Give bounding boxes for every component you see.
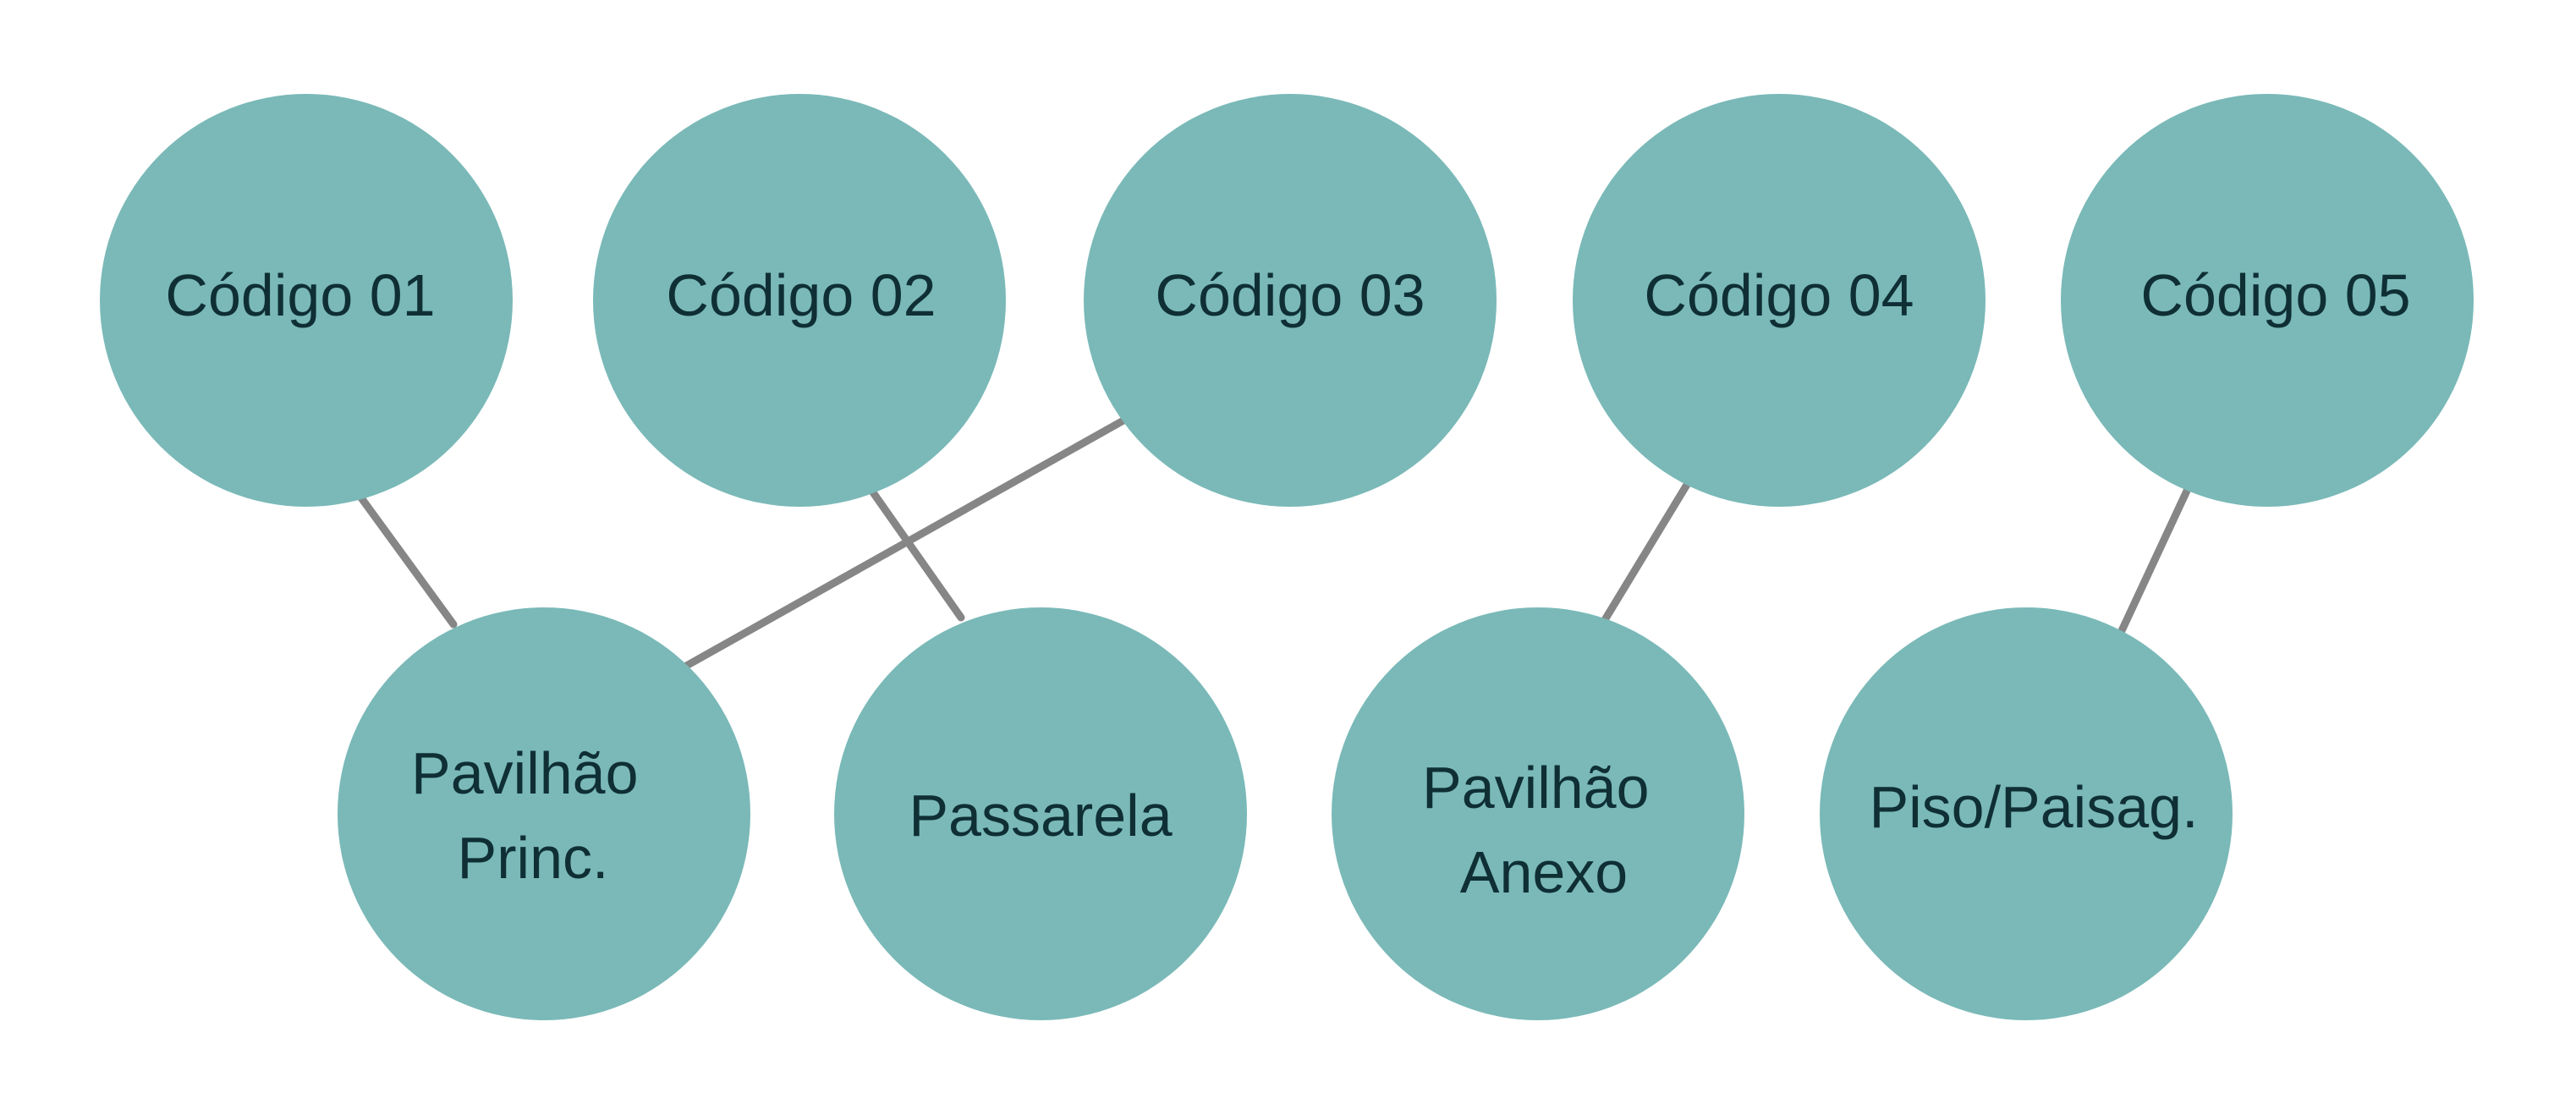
connector-c01-pavilhao-princ [354,489,458,629]
node-codigo-04: Código 04 [1573,94,1986,507]
node-label: Pavilhão Anexo [1422,755,1666,905]
node-circle [1820,607,2233,1020]
node-label-line: Pavilhão [411,740,639,806]
node-circle [1573,94,1986,507]
node-codigo-05: Código 05 [2061,94,2474,507]
node-label-line: Princ. [458,825,609,891]
node-label: Código 03 [1155,262,1425,328]
node-passarela: Passarela [834,607,1247,1020]
node-circle [338,607,750,1020]
connectors [354,416,2192,673]
node-circle [593,94,1006,507]
connector-c03-pavilhao-princ [678,416,1128,673]
node-circle [2061,94,2474,507]
node-pavilhao-anexo: Pavilhão Anexo [1332,607,1744,1020]
node-codigo-03: Código 03 [1084,94,1497,507]
connector-c05-piso-paisag [2115,485,2192,640]
node-label: Código 02 [666,262,936,328]
node-codigo-02: Código 02 [593,94,1006,507]
node-label: Pavilhão Princ. [411,740,655,891]
node-label-line: Pavilhão [1422,755,1650,821]
connector-c04-pavilhao-anexo [1599,476,1694,627]
node-pavilhao-princ: Pavilhão Princ. [338,607,750,1020]
node-circle [1084,94,1497,507]
node-label: Código 01 [165,262,435,328]
node-codigo-01: Código 01 [100,94,513,507]
node-label-line: Anexo [1460,839,1628,905]
node-circle [1332,607,1744,1020]
node-circle [834,607,1247,1020]
connector-c02-passarela [865,482,965,622]
node-label: Passarela [909,783,1172,849]
node-piso-paisag: Piso/Paisag. [1820,607,2233,1020]
node-label: Código 05 [2140,262,2410,328]
node-label: Código 04 [1644,262,1914,328]
node-label: Piso/Paisag. [1869,774,2198,840]
node-circle [100,94,513,507]
